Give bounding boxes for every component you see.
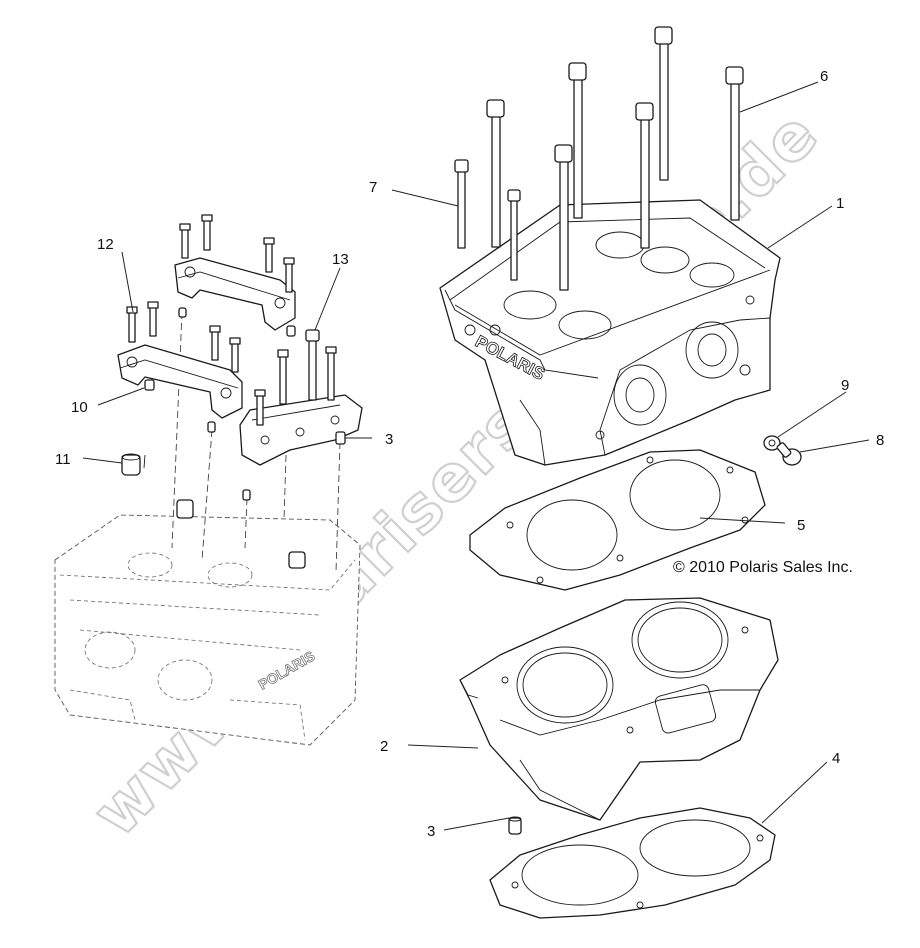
alignment-lines [171, 311, 341, 573]
camshaft-cap-lower [117, 344, 243, 419]
callout-9: 9 [841, 377, 849, 394]
head-bolts [454, 26, 744, 291]
callout-11: 11 [55, 451, 71, 468]
cylinder-block [459, 597, 779, 821]
camshaft-carrier [239, 394, 363, 466]
callout-13: 13 [332, 251, 349, 268]
copyright-notice: © 2010 Polaris Sales Inc. [673, 559, 853, 576]
reference-cylinder-head: POLARIS [54, 499, 361, 746]
callout-3-upper: 3 [385, 431, 393, 448]
callout-7: 7 [369, 179, 377, 196]
callout-12: 12 [97, 236, 114, 253]
dowel-pin-lower [508, 816, 522, 835]
dowel-pins-left [121, 307, 346, 501]
callout-numbers: 1 2 3 3 4 5 6 7 8 9 10 11 12 13 [55, 68, 884, 840]
callout-8: 8 [876, 432, 884, 449]
callout-1: 1 [836, 195, 844, 212]
camshaft-cap-upper [174, 257, 296, 331]
leader-lines [82, 81, 870, 831]
base-gasket [489, 807, 776, 919]
callout-10: 10 [71, 399, 88, 416]
callout-6: 6 [820, 68, 828, 85]
callout-2: 2 [380, 738, 388, 755]
callout-4: 4 [832, 750, 840, 767]
washer-and-screw [763, 435, 802, 466]
head-gasket [469, 449, 766, 591]
callout-3-lower: 3 [427, 823, 435, 840]
callout-5: 5 [797, 517, 805, 534]
